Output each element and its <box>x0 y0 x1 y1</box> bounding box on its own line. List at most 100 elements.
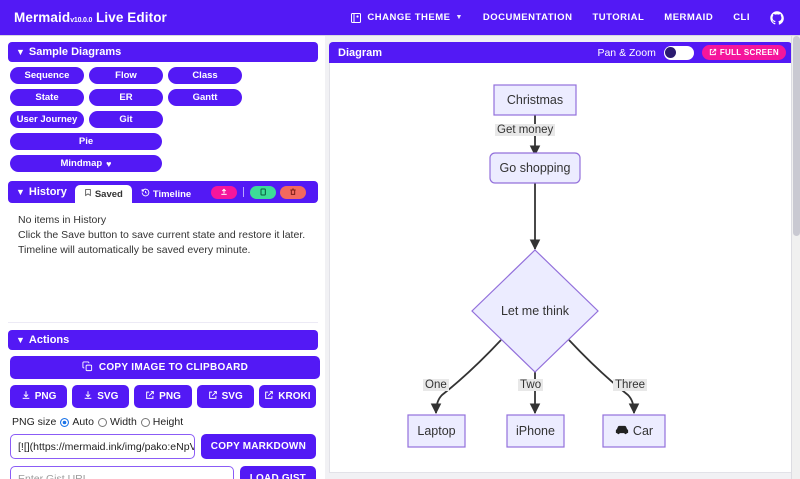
node-go-shopping <box>489 152 581 184</box>
sample-button-mindmap[interactable]: Mindmap ♥ <box>10 155 162 172</box>
copy-markdown-button[interactable]: COPY MARKDOWN <box>200 434 316 459</box>
pan-zoom-toggle[interactable] <box>663 45 694 60</box>
edge-letmethink-laptop <box>430 339 502 415</box>
history-clock-icon <box>141 188 150 200</box>
tab-timeline[interactable]: Timeline <box>132 185 200 203</box>
diagram-header-controls: Pan & Zoom FULL SCREEN <box>597 45 786 60</box>
sample-diagrams-panel: ▼ Sample Diagrams Sequence Flow Class St… <box>8 42 318 174</box>
sample-diagrams-header[interactable]: ▼ Sample Diagrams <box>8 42 318 62</box>
actions-panel: ▼ Actions COPY IMAGE TO CLIPBOARD PNG <box>8 330 320 479</box>
sample-button-sequence[interactable]: Sequence <box>10 67 84 84</box>
nav-tutorial[interactable]: TUTORIAL <box>592 12 645 23</box>
sample-button-class[interactable]: Class <box>168 67 242 84</box>
nav-documentation[interactable]: DOCUMENTATION <box>482 12 573 23</box>
sample-button-git[interactable]: Git <box>89 111 163 128</box>
save-history-button[interactable] <box>211 185 237 199</box>
page-scrollbar-thumb[interactable] <box>793 36 800 236</box>
change-theme-button[interactable]: CHANGE THEME ▼ <box>350 12 463 24</box>
left-sidebar: ▼ Sample Diagrams Sequence Flow Class St… <box>0 36 325 479</box>
nav-mermaid[interactable]: MERMAID <box>664 12 714 23</box>
load-gist-button[interactable]: LOAD GIST <box>239 466 316 479</box>
png-size-height-option[interactable]: Height <box>140 416 183 428</box>
actions-title: Actions <box>28 334 70 346</box>
history-empty-line2: Click the Save button to save current st… <box>18 229 306 242</box>
actions-header[interactable]: ▼ Actions <box>8 330 318 350</box>
open-svg-button[interactable]: SVG <box>196 385 254 408</box>
copy-image-label: COPY IMAGE TO CLIPBOARD <box>98 362 249 373</box>
tab-timeline-label: Timeline <box>152 188 192 200</box>
sample-button-flow[interactable]: Flow <box>89 67 163 84</box>
tab-saved[interactable]: Saved <box>74 185 132 203</box>
restore-history-button[interactable] <box>250 185 276 199</box>
sample-button-state[interactable]: State <box>10 89 84 106</box>
history-empty-line3: Timeline will automatically be saved eve… <box>18 244 251 257</box>
sample-diagram-buttons: Sequence Flow Class State ER Gantt User … <box>8 62 318 174</box>
open-png-label: PNG <box>159 391 181 402</box>
open-kroki-label: KROKI <box>278 391 311 402</box>
png-size-width-option[interactable]: Width <box>97 416 137 428</box>
external-link-icon <box>208 390 218 403</box>
clipboard-icon <box>82 360 93 375</box>
external-link-icon <box>264 390 274 403</box>
github-icon[interactable] <box>770 10 784 25</box>
sample-button-user-journey[interactable]: User Journey <box>10 111 84 128</box>
edge-label-three: Three <box>613 379 648 391</box>
palette-icon <box>350 12 362 24</box>
copy-image-to-clipboard-button[interactable]: COPY IMAGE TO CLIPBOARD <box>10 356 320 379</box>
download-png-label: PNG <box>34 391 57 402</box>
nav-cli[interactable]: CLI <box>733 12 750 23</box>
full-screen-label: FULL SCREEN <box>719 48 779 57</box>
download-svg-button[interactable]: SVG <box>72 385 130 408</box>
change-theme-label: CHANGE THEME <box>367 12 451 23</box>
full-screen-button[interactable]: FULL SCREEN <box>701 45 786 60</box>
external-link-icon <box>145 390 155 403</box>
png-size-auto-option[interactable]: Auto <box>60 416 94 428</box>
history-tabs: Saved Timeline <box>74 181 200 203</box>
edge-label-get-money: Get money <box>495 124 556 136</box>
node-laptop <box>407 414 466 448</box>
gist-url-input[interactable]: Enter Gist URL <box>10 466 234 479</box>
png-size-width-label: Width <box>109 416 137 428</box>
brand-name: Mermaid <box>14 10 71 25</box>
markdown-input[interactable]: [![](https://mermaid.ink/img/pako:eNpVj <box>10 434 195 459</box>
open-png-button[interactable]: PNG <box>134 385 192 408</box>
page-scrollbar[interactable] <box>791 36 800 479</box>
flowchart-svg <box>407 84 666 448</box>
markdown-row: [![](https://mermaid.ink/img/pako:eNpVj … <box>8 434 318 466</box>
history-action-buttons <box>211 185 310 199</box>
png-size-label: PNG size <box>12 416 57 428</box>
sample-button-er[interactable]: ER <box>89 89 163 106</box>
sample-button-pie[interactable]: Pie <box>10 133 162 150</box>
chevron-down-icon[interactable]: ▼ <box>16 187 25 197</box>
diagram-panel: Diagram Pan & Zoom FULL SCREEN <box>325 36 800 479</box>
node-iphone <box>506 414 565 448</box>
open-svg-label: SVG <box>221 391 243 402</box>
history-action-divider <box>243 187 244 197</box>
tab-saved-label: Saved <box>94 188 123 200</box>
external-link-icon <box>709 48 717 58</box>
heart-icon: ♥ <box>106 158 112 169</box>
chevron-down-icon: ▼ <box>455 14 463 21</box>
sample-button-mindmap-label: Mindmap <box>60 158 103 169</box>
radio-width-icon <box>97 417 107 427</box>
open-kroki-button[interactable]: KROKI <box>258 385 317 408</box>
history-empty-state: No items in History Click the Save butto… <box>8 203 318 323</box>
edge-label-two: Two <box>518 379 544 391</box>
history-empty-title: No items in History <box>18 214 107 226</box>
gist-row: Enter Gist URL LOAD GIST <box>8 466 318 479</box>
download-icon <box>21 390 31 403</box>
history-title: History <box>28 186 67 198</box>
radio-height-icon <box>140 417 150 427</box>
chevron-down-icon: ▼ <box>16 47 25 57</box>
sample-button-gantt[interactable]: Gantt <box>168 89 242 106</box>
download-icon <box>83 390 93 403</box>
delete-history-button[interactable] <box>280 185 306 199</box>
chevron-down-icon: ▼ <box>16 335 25 345</box>
edge-label-one: One <box>423 379 449 391</box>
sample-diagrams-title: Sample Diagrams <box>28 46 122 58</box>
download-svg-label: SVG <box>97 391 119 402</box>
download-png-button[interactable]: PNG <box>10 385 68 408</box>
history-panel: ▼ History Saved Timeline <box>8 181 318 323</box>
brand-suffix: Live Editor <box>96 10 167 25</box>
diagram-canvas[interactable]: Christmas Go shopping Let me think Lapto… <box>329 63 792 473</box>
